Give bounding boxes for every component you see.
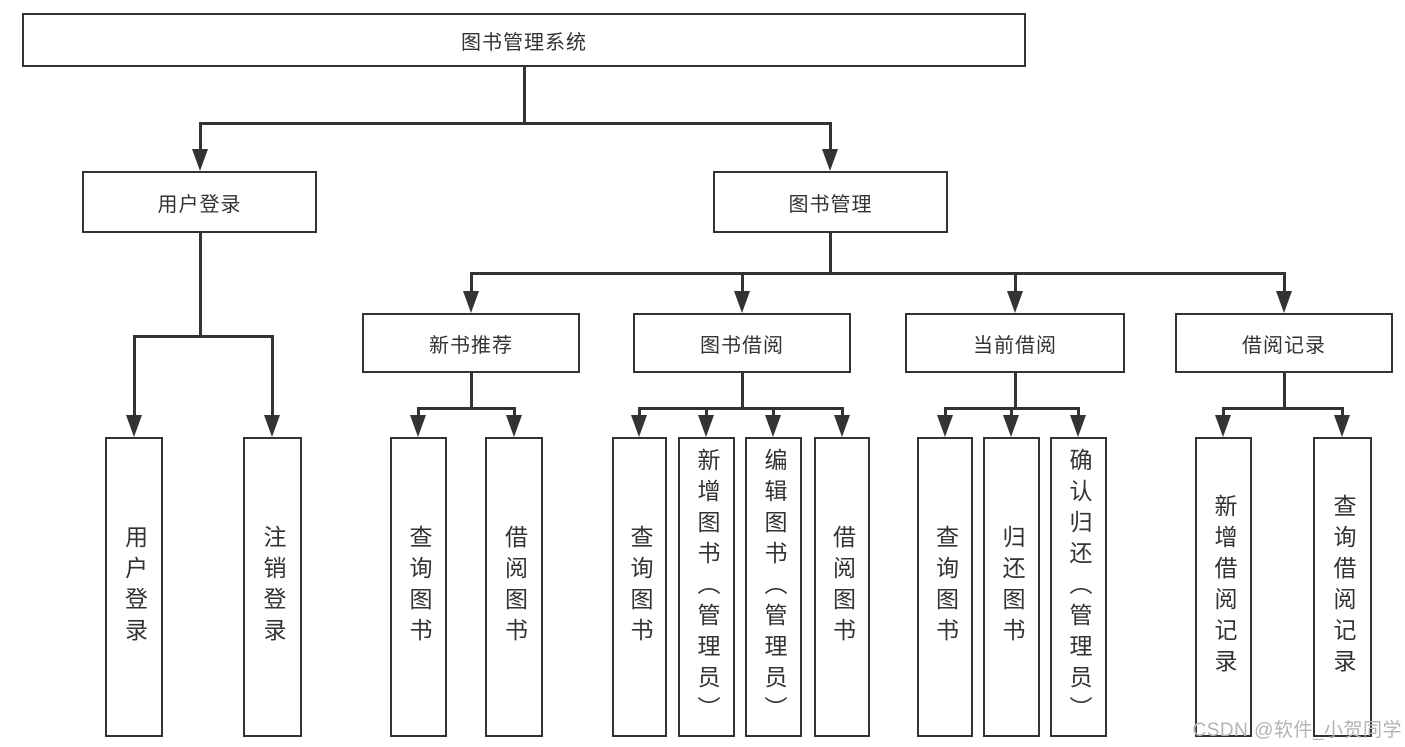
connector-stem-borrow-books-borrow	[840, 407, 844, 415]
connector-stem-query-borrow-record	[1340, 407, 1344, 415]
connector-stem-edit-book-admin	[771, 407, 775, 415]
leaf-borrow-books-recommend-label: 借阅图书	[501, 525, 528, 649]
connector-stem-query-books-recommend	[416, 407, 420, 415]
connector-bar-root	[198, 122, 832, 125]
node-current-borrow: 当前借阅	[905, 313, 1125, 373]
arrowhead-leaf-user-login	[126, 415, 142, 437]
leaf-add-borrow-record-label: 新增借阅记录	[1211, 494, 1237, 680]
leaf-query-borrow-record: 查询借阅记录	[1313, 437, 1372, 737]
leaf-query-books-borrow: 查询图书	[612, 437, 667, 737]
connector-bar-borrow-group	[637, 407, 844, 410]
connector-bar-user-group	[132, 335, 274, 338]
connector-stem-leaf-user-login	[132, 335, 136, 415]
connector-bar-management-group	[469, 272, 1286, 275]
connector-stem-book-management	[828, 122, 832, 150]
leaf-return-book: 归还图书	[983, 437, 1040, 737]
arrowhead-query-borrow-record	[1334, 415, 1350, 437]
node-current-borrow-label: 当前借阅	[973, 334, 1057, 357]
leaf-logout-label: 注销登录	[260, 525, 286, 649]
leaf-user-login-label: 用户登录	[121, 525, 148, 649]
connector-stem-management-group	[828, 233, 832, 272]
node-new-book-recommend-label: 新书推荐	[429, 334, 513, 357]
connector-stem-current-group	[1013, 373, 1017, 407]
arrowhead-query-books-recommend	[410, 415, 426, 437]
connector-stem-leaf-logout	[270, 335, 274, 415]
connector-stem-new-book-recommend	[469, 272, 473, 291]
node-new-book-recommend: 新书推荐	[362, 313, 580, 373]
connector-bar-recommend-group	[416, 407, 516, 410]
arrowhead-add-borrow-record	[1215, 415, 1231, 437]
arrowhead-borrow-records	[1276, 291, 1292, 313]
node-book-management: 图书管理	[713, 171, 948, 233]
leaf-confirm-return-admin-label: 确认归还（管理员）	[1066, 447, 1092, 727]
leaf-edit-book-admin-label: 编辑图书（管理员）	[761, 447, 787, 727]
connector-stem-query-books-borrow	[637, 407, 641, 415]
connector-stem-add-book-admin	[704, 407, 708, 415]
connector-stem-return-book	[1009, 407, 1013, 415]
arrowhead-book-borrow	[734, 291, 750, 313]
leaf-add-book-admin: 新增图书（管理员）	[678, 437, 735, 737]
node-borrow-records-label: 借阅记录	[1242, 334, 1326, 357]
connector-stem-borrow-records	[1282, 272, 1286, 291]
arrowhead-book-management	[822, 149, 838, 171]
connector-stem-borrow-group	[740, 373, 744, 407]
connector-stem-root	[522, 67, 526, 122]
arrowhead-confirm-return-admin	[1070, 415, 1086, 437]
leaf-borrow-books-borrow-label: 借阅图书	[829, 525, 856, 649]
connector-stem-query-books-current	[943, 407, 947, 415]
connector-stem-records-group	[1282, 373, 1286, 407]
leaf-query-books-borrow-label: 查询图书	[627, 525, 653, 649]
connector-stem-confirm-return-admin	[1076, 407, 1080, 415]
arrowhead-current-borrow	[1007, 291, 1023, 313]
leaf-user-login: 用户登录	[105, 437, 163, 737]
node-book-borrow: 图书借阅	[633, 313, 851, 373]
leaf-query-books-recommend-label: 查询图书	[406, 525, 432, 649]
arrowhead-leaf-logout	[264, 415, 280, 437]
leaf-return-book-label: 归还图书	[999, 525, 1025, 649]
node-user-login: 用户登录	[82, 171, 317, 233]
leaf-confirm-return-admin: 确认归还（管理员）	[1050, 437, 1107, 737]
leaf-add-book-admin-label: 新增图书（管理员）	[694, 447, 720, 727]
arrowhead-user-login	[192, 149, 208, 171]
arrowhead-query-books-current	[937, 415, 953, 437]
leaf-query-books-recommend: 查询图书	[390, 437, 447, 737]
arrowhead-edit-book-admin	[765, 415, 781, 437]
connector-stem-book-borrow	[740, 272, 744, 291]
connector-stem-recommend-group	[469, 373, 473, 407]
leaf-query-borrow-record-label: 查询借阅记录	[1330, 494, 1356, 680]
arrowhead-return-book	[1003, 415, 1019, 437]
connector-stem-current-borrow	[1013, 272, 1017, 291]
node-root: 图书管理系统	[22, 13, 1026, 67]
connector-stem-borrow-books-recommend	[512, 407, 516, 415]
leaf-edit-book-admin: 编辑图书（管理员）	[745, 437, 802, 737]
connector-stem-user-login	[198, 122, 202, 150]
leaf-query-books-current: 查询图书	[917, 437, 973, 737]
arrowhead-borrow-books-borrow	[834, 415, 850, 437]
leaf-query-books-current-label: 查询图书	[932, 525, 959, 649]
node-borrow-records: 借阅记录	[1175, 313, 1393, 373]
arrowhead-add-book-admin	[698, 415, 714, 437]
node-root-label: 图书管理系统	[461, 31, 587, 54]
connector-bar-records-group	[1221, 407, 1344, 410]
csdn-watermark: CSDN @软件_小贺同学	[1192, 720, 1402, 741]
leaf-add-borrow-record: 新增借阅记录	[1195, 437, 1252, 737]
arrowhead-new-book-recommend	[463, 291, 479, 313]
node-book-borrow-label: 图书借阅	[700, 334, 784, 357]
arrowhead-query-books-borrow	[631, 415, 647, 437]
connector-stem-user-group	[198, 233, 202, 335]
leaf-borrow-books-recommend: 借阅图书	[485, 437, 543, 737]
leaf-logout: 注销登录	[243, 437, 302, 737]
node-book-management-label: 图书管理	[788, 193, 873, 216]
leaf-borrow-books-borrow: 借阅图书	[814, 437, 870, 737]
arrowhead-borrow-books-recommend	[506, 415, 522, 437]
connector-stem-add-borrow-record	[1221, 407, 1225, 415]
node-user-login-label: 用户登录	[157, 193, 242, 216]
